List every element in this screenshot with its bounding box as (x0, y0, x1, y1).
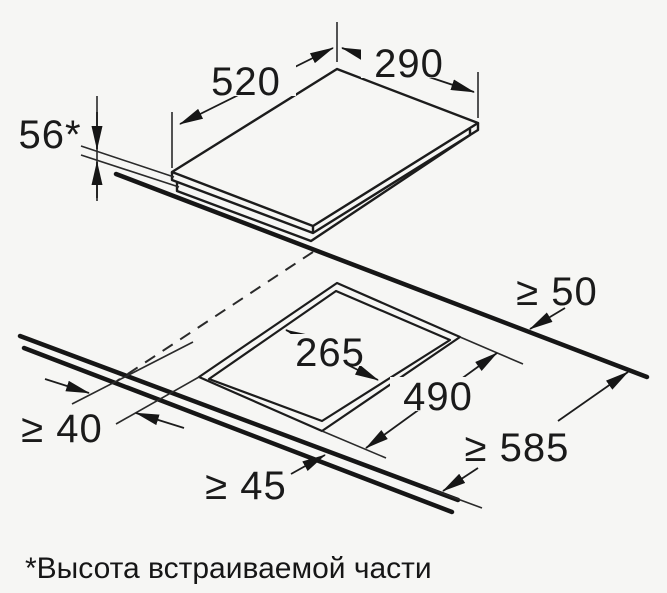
dim-56-level-line-bottom (80, 154, 180, 188)
dim-490-extension-right (459, 336, 524, 365)
dim-45-arrow (290, 454, 326, 475)
dim-40-arrow-left (135, 412, 185, 429)
dim-490-label: 490 (403, 375, 473, 419)
cooktop-glass-edge (170, 123, 480, 235)
cooktop (170, 67, 480, 243)
dim-side-clearance: ≥ 40 (21, 341, 200, 451)
cutout-inner-rim (207, 289, 452, 423)
worktop-front-edge-bottom (21, 345, 455, 515)
dim-rear-clearance: ≥ 50 (516, 270, 598, 330)
dim-50-label: ≥ 50 (516, 270, 598, 314)
dim-290-label: 290 (374, 42, 444, 86)
dim-585-arrow-down (442, 467, 479, 492)
alignment-dashed-line (116, 251, 314, 382)
dim-520-label-bg (198, 58, 296, 96)
dim-56-level-line-top (80, 145, 175, 178)
dim-520-label: 520 (211, 60, 281, 104)
dim-265-label: 265 (295, 331, 365, 375)
dim-265-label-bg (282, 334, 378, 366)
dim-490-label-bg (390, 377, 486, 411)
cooktop-body (175, 129, 472, 243)
dim-290-label-bg (361, 42, 458, 78)
dim-585-arrow-up (557, 371, 629, 422)
dim-built-in-height: 56* (18, 96, 180, 201)
dim-top-depth: 520 (171, 22, 338, 168)
dim-40-arrow-right (44, 378, 90, 394)
dim-cutout-width: 265 (282, 329, 379, 381)
dim-front-clearance: ≥ 45 (205, 454, 326, 508)
dim-45-label: ≥ 45 (205, 464, 287, 508)
dim-worktop-depth: ≥ 585 (442, 371, 629, 492)
worktop (17, 171, 650, 515)
dim-490-extension-bottom (321, 430, 387, 459)
worktop-front-edge-end-line (427, 487, 483, 509)
dim-56-label: 56* (18, 113, 81, 157)
worktop-back-edge (113, 171, 650, 380)
dim-40-reference-line (71, 341, 194, 405)
dim-50-arrow (529, 307, 566, 330)
dim-40-label: ≥ 40 (21, 407, 103, 451)
footnote: *Высота встраиваемой части (25, 552, 432, 585)
dim-top-width: 290 (341, 42, 479, 118)
dim-585-label: ≥ 585 (465, 426, 570, 470)
dim-cutout-depth: 490 (321, 336, 524, 459)
worktop-front-edge-top (17, 333, 461, 503)
dim-40-extension-cutout (115, 376, 200, 425)
